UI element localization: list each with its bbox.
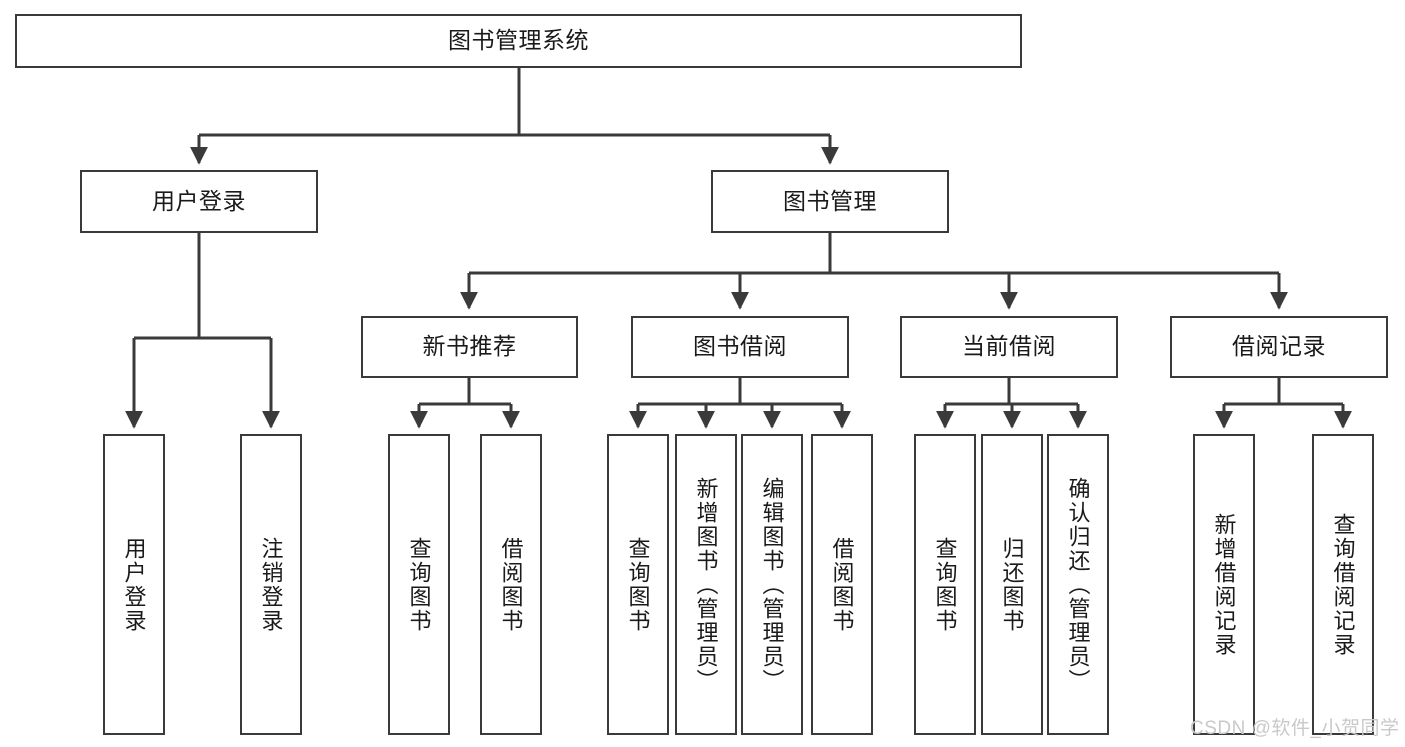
leaf-borrow-record-add-record[interactable]: 新增借阅记录: [1193, 434, 1255, 735]
leaf-user-login-logout[interactable]: 注销登录: [240, 434, 302, 735]
node-label: 图书管理: [783, 187, 877, 214]
node-label: 确认归还（管理员）: [1065, 476, 1091, 693]
node-label: 借阅图书: [829, 536, 855, 633]
node-borrow-record[interactable]: 借阅记录: [1170, 316, 1388, 378]
node-label: 用户登录: [152, 187, 246, 214]
leaf-current-borrow-query-book[interactable]: 查询图书: [914, 434, 976, 735]
node-book-management[interactable]: 图书管理: [711, 170, 949, 233]
node-label: 新增图书（管理员）: [693, 476, 719, 693]
leaf-book-borrow-borrow-book[interactable]: 借阅图书: [811, 434, 873, 735]
node-label: 图书管理系统: [448, 27, 589, 54]
node-label: 借阅图书: [498, 536, 524, 633]
leaf-current-borrow-confirm-return-admin[interactable]: 确认归还（管理员）: [1047, 434, 1109, 735]
leaf-borrow-record-query-record[interactable]: 查询借阅记录: [1312, 434, 1374, 735]
node-root-book-management-system[interactable]: 图书管理系统: [15, 14, 1022, 68]
leaf-book-borrow-query-book[interactable]: 查询图书: [607, 434, 669, 735]
node-label: 查询图书: [406, 536, 432, 633]
node-label: 归还图书: [999, 536, 1025, 633]
node-label: 查询图书: [625, 536, 651, 633]
node-current-borrow[interactable]: 当前借阅: [900, 316, 1118, 378]
leaf-user-login-login[interactable]: 用户登录: [103, 434, 165, 735]
node-book-borrow[interactable]: 图书借阅: [631, 316, 849, 378]
node-label: 用户登录: [121, 536, 147, 633]
node-label: 借阅记录: [1232, 333, 1326, 360]
node-label: 编辑图书（管理员）: [759, 476, 785, 693]
leaf-new-book-query-book[interactable]: 查询图书: [388, 434, 450, 735]
leaf-book-borrow-edit-book-admin[interactable]: 编辑图书（管理员）: [741, 434, 803, 735]
leaf-book-borrow-add-book-admin[interactable]: 新增图书（管理员）: [675, 434, 737, 735]
node-new-book-recommend[interactable]: 新书推荐: [361, 316, 578, 378]
csdn-watermark: CSDN @软件_小贺同学: [1190, 718, 1400, 739]
node-user-login[interactable]: 用户登录: [80, 170, 318, 233]
node-label: 图书借阅: [693, 333, 787, 360]
node-label: 查询图书: [932, 536, 958, 633]
leaf-current-borrow-return-book[interactable]: 归还图书: [981, 434, 1043, 735]
node-label: 当前借阅: [962, 333, 1056, 360]
node-label: 新增借阅记录: [1211, 512, 1237, 657]
node-label: 查询借阅记录: [1330, 512, 1356, 657]
node-label: 注销登录: [258, 536, 284, 633]
leaf-new-book-borrow-book[interactable]: 借阅图书: [480, 434, 542, 735]
node-label: 新书推荐: [422, 333, 517, 360]
